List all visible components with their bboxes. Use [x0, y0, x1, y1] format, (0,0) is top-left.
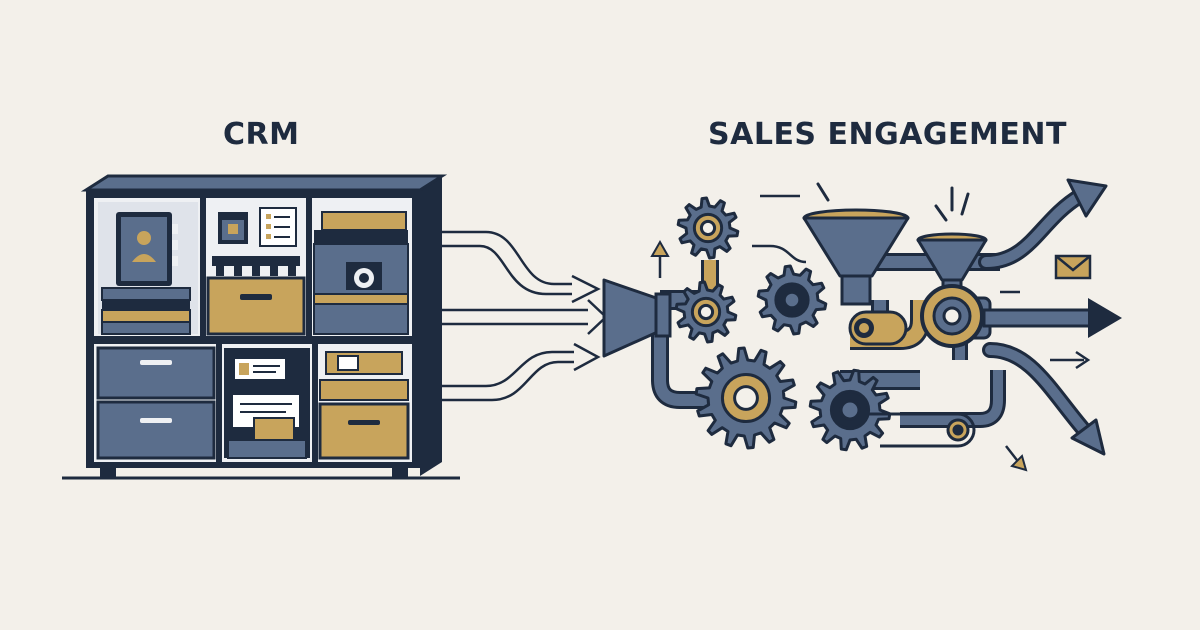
arrow-icon [650, 194, 1091, 472]
crm-label: CRM [223, 117, 300, 152]
gear-icon [756, 264, 828, 336]
gear-icon [808, 368, 892, 452]
calendar-icon [218, 212, 248, 244]
gear-icon [674, 196, 892, 452]
spark-lines [816, 182, 970, 222]
sales-engagement-label: SALES ENGAGEMENT [708, 117, 1067, 152]
id-card-icon [233, 357, 287, 381]
belt [860, 412, 976, 448]
arrow-icon [982, 342, 1106, 456]
arrow-icon [982, 298, 1122, 338]
pulley [920, 284, 992, 348]
arrow-icon [442, 230, 608, 402]
gear-icon [694, 346, 798, 450]
roller [848, 310, 908, 346]
document-icon [259, 207, 297, 247]
gear-icon [674, 280, 738, 344]
filing-cabinet-icon [62, 174, 460, 480]
funnel-icon [802, 208, 910, 306]
funnel-icon [602, 278, 672, 358]
arrow-icon [978, 178, 1108, 270]
gear-icon [676, 196, 740, 260]
envelope-icon [1054, 254, 1092, 280]
contact-book-icon [116, 212, 178, 286]
